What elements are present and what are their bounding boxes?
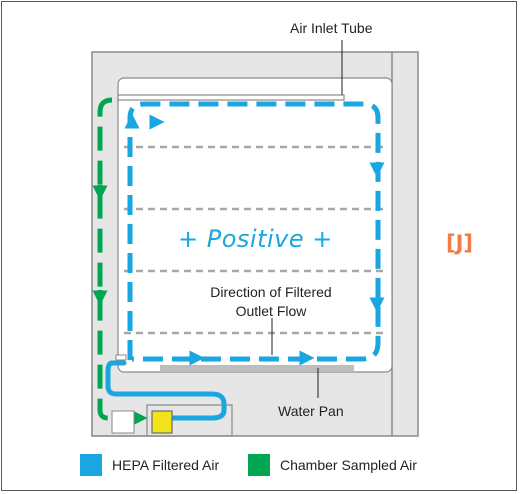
shelves [124, 145, 388, 335]
air-inlet-tube-label: Air Inlet Tube [290, 20, 373, 36]
hepa-flow-path [127, 101, 381, 362]
legend-label-hepa: HEPA Filtered Air [112, 457, 220, 473]
figure-tag: [J] [446, 231, 474, 255]
hepa-flow-loop [124, 101, 385, 366]
direction-label-line1: Direction of Filtered [210, 284, 332, 300]
hepa-filter [151, 410, 173, 434]
legend-item-hepa: HEPA Filtered Air [80, 453, 219, 477]
positive-pressure-label: + Positive + [178, 225, 333, 253]
legend-swatch-sampled [248, 454, 270, 476]
legend-swatch-hepa [80, 454, 102, 476]
legend-item-sampled: Chamber Sampled Air [248, 453, 417, 477]
legend-label-sampled: Chamber Sampled Air [280, 457, 417, 473]
sensor-box [111, 410, 135, 434]
direction-label-line2: Outlet Flow [235, 303, 307, 319]
water-pan [160, 365, 354, 372]
water-pan-label: Water Pan [278, 403, 344, 419]
sample-port [115, 354, 127, 361]
hepa-return-tube [105, 360, 227, 421]
bottom-compartment-outline [91, 384, 233, 437]
air-inlet-tube [117, 94, 345, 101]
sampled-air-path [97, 97, 113, 421]
